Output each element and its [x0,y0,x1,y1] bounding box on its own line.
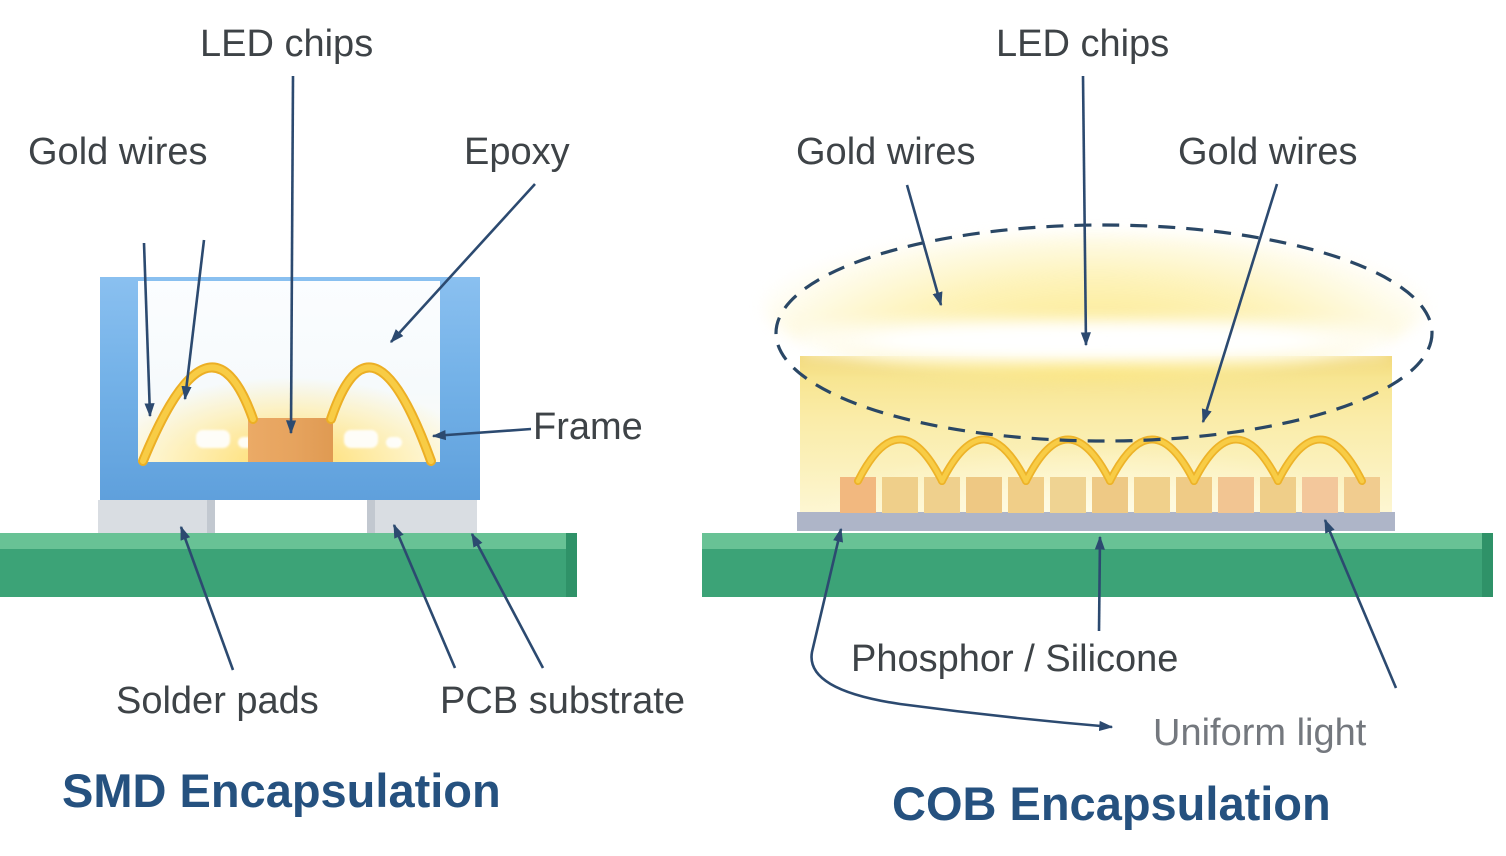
smd-label-led-chips: LED chips [200,23,374,65]
cob-label-gold-wires-left: Gold wires [796,131,976,173]
cob-title: COB Encapsulation [892,777,1331,830]
smd-reflection-pad [196,430,230,448]
smd-solder-pad-right-shade [367,500,375,533]
cob-substrate-strip [797,512,1395,531]
cob-led-chip [1008,477,1044,513]
cob-led-chip [1176,477,1212,513]
cob-label-phosphor: Phosphor / Silicone [851,638,1179,680]
cob-pcb-end-cap [1482,533,1493,597]
cob-led-chip [1134,477,1170,513]
smd-led-chip [248,418,333,462]
cob-pcb-top-face [702,533,1493,549]
cob-led-chip [1050,477,1086,513]
cob-label-led-chips: LED chips [996,23,1170,65]
cob-led-chip [1092,477,1128,513]
cob-led-chip [840,477,876,513]
cob-led-chip [1302,477,1338,513]
smd-label-solder-pads: Solder pads [116,680,319,722]
smd-reflection-pad [386,437,402,448]
smd-pcb-end-cap [566,533,577,597]
smd-solder-pad-right [367,500,477,533]
smd-label-pcb-substrate: PCB substrate [440,680,685,722]
cob-led-chip [966,477,1002,513]
cob-led-chip [1344,477,1380,513]
smd-solder-pad-left [98,500,215,533]
cob-led-chip [882,477,918,513]
smd-label-epoxy: Epoxy [464,131,570,173]
cob-led-chip [1260,477,1296,513]
smd-solder-pad-left-shade [207,500,215,533]
smd-title: SMD Encapsulation [62,764,501,817]
smd-reflection-pad [344,430,378,448]
cob-label-uniform-light: Uniform light [1153,712,1367,754]
smd-label-frame: Frame [533,406,643,448]
cob-light-glow-bright [802,318,1388,364]
cob-led-chip [924,477,960,513]
cob-led-chip [1218,477,1254,513]
cob-label-gold-wires-right: Gold wires [1178,131,1358,173]
smd-pcb-top-face [0,533,577,549]
smd-label-gold-wires: Gold wires [28,131,208,173]
